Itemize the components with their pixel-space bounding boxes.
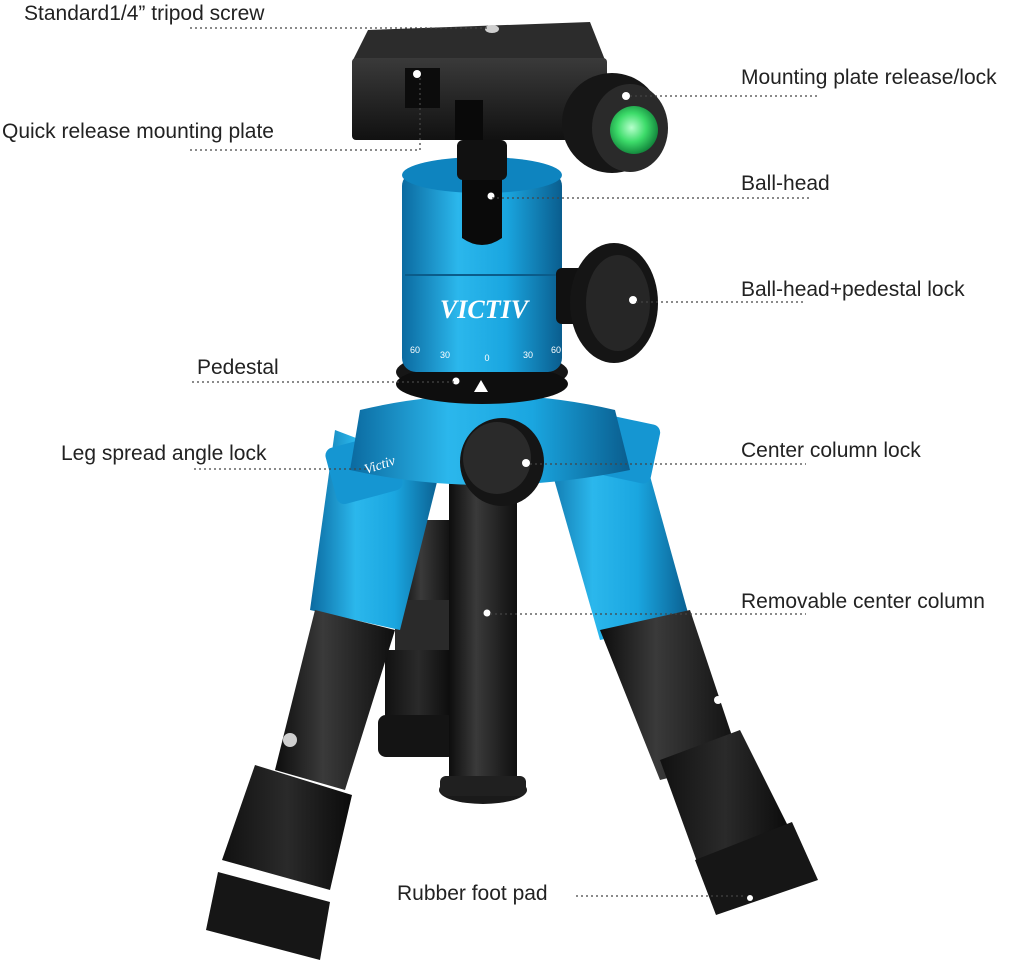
ball-stem [457, 140, 507, 180]
leader-lines [190, 27, 818, 897]
scale-mark: 60 [410, 345, 420, 355]
callout-pedestal: Pedestal [197, 356, 279, 379]
leader-quick-release-mounting-plate [190, 78, 421, 151]
left-leg [206, 430, 445, 960]
callout-rubber-foot-pad: Rubber foot pad [397, 882, 548, 905]
callout-ball-head-pedestal-lock: Ball-head+pedestal lock [741, 278, 965, 301]
callout-center-column-lock: Center column lock [741, 439, 921, 462]
tripod-screw [485, 25, 499, 33]
callout-standard-tripod-screw: Standard1/4” tripod screw [24, 2, 265, 25]
ball-head-body [402, 157, 562, 372]
bubble-level [610, 106, 658, 154]
back-leg [378, 520, 456, 757]
scale-mark: 0 [484, 353, 489, 363]
mounting-plate-release-knob [562, 73, 668, 173]
callout-quick-release-mounting-plate: Quick release mounting plate [2, 120, 274, 143]
callout-removable-center-column: Removable center column [741, 590, 985, 613]
scale-mark: 30 [440, 350, 450, 360]
brand-logo: VICTIV [440, 295, 531, 324]
scale-mark: 60 [551, 345, 561, 355]
quick-release-plate [352, 22, 607, 140]
pedestal-scale: 60 30 0 30 60 [410, 345, 561, 363]
ball-head-pedestal-lock-knob [556, 243, 658, 363]
scale-mark: 30 [523, 350, 533, 360]
center-column-lock-knob [460, 418, 544, 506]
center-column [439, 470, 527, 804]
right-leg [540, 416, 818, 915]
callout-ball-head: Ball-head [741, 172, 830, 195]
callout-mounting-plate-release-lock: Mounting plate release/lock [741, 66, 997, 89]
callout-leg-spread-angle-lock: Leg spread angle lock [61, 442, 267, 465]
